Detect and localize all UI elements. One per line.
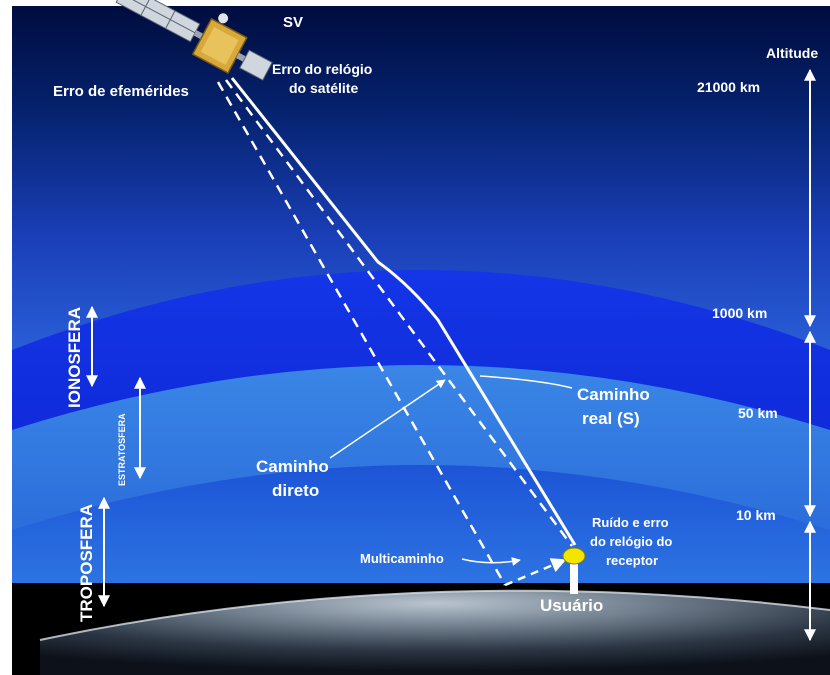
altitude-21000-label: 21000 km bbox=[697, 79, 760, 95]
receiver-pole bbox=[570, 560, 578, 594]
satellite-clock-error-label-1: Erro do relógio bbox=[272, 61, 372, 77]
real-path-line bbox=[230, 77, 577, 546]
user-label: Usuário bbox=[540, 596, 603, 615]
real-path-label-1: Caminho bbox=[577, 385, 650, 404]
multipath-label: Multicaminho bbox=[360, 551, 444, 566]
real-path-label-2: real (S) bbox=[582, 409, 640, 428]
receiver-error-label-2: do relógio do bbox=[590, 534, 672, 549]
troposphere-band bbox=[12, 465, 830, 600]
troposphere-label: TROPOSFERA bbox=[77, 504, 96, 622]
receiver-error-label-3: receptor bbox=[606, 553, 658, 568]
ionosphere-label: IONOSFERA bbox=[65, 307, 84, 408]
direct-path-line bbox=[224, 79, 574, 547]
multipath-reflection-line bbox=[504, 558, 567, 587]
satellite-icon bbox=[115, 0, 273, 81]
direct-path-label-1: Caminho bbox=[256, 457, 329, 476]
altitude-10-label: 10 km bbox=[736, 507, 776, 523]
sv-label: SV bbox=[283, 14, 303, 31]
direct-path-pointer bbox=[329, 379, 446, 459]
direct-path-label-2: direto bbox=[272, 481, 319, 500]
receiver-icon bbox=[562, 547, 586, 565]
altitude-1000-label: 1000 km bbox=[712, 305, 767, 321]
multipath-line bbox=[216, 81, 507, 586]
satellite-clock-error-label-2: do satélite bbox=[289, 80, 358, 96]
real-path-pointer bbox=[479, 375, 573, 389]
receiver-error-label-1: Ruído e erro bbox=[592, 515, 669, 530]
altitude-50-label: 50 km bbox=[738, 405, 778, 421]
multipath-pointer bbox=[461, 557, 521, 566]
altitude-label: Altitude bbox=[766, 45, 818, 61]
ephemeris-error-label: Erro de efemérides bbox=[53, 83, 189, 100]
stratosphere-label: ESTRATOSFERA bbox=[117, 413, 127, 486]
earth-surface bbox=[40, 590, 830, 675]
